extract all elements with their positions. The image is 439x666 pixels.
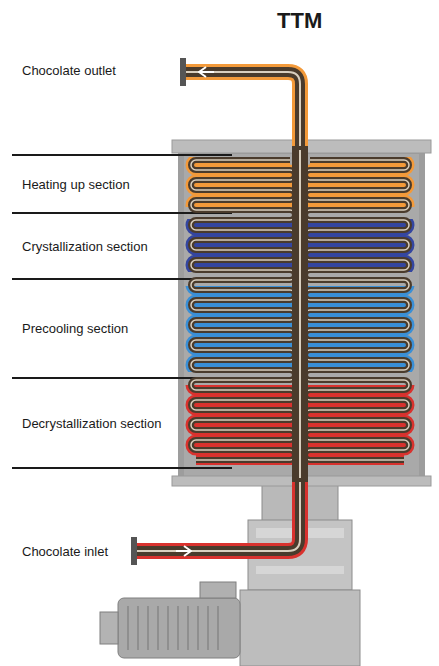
housing (172, 140, 431, 486)
diagram-title: TTM (277, 8, 322, 34)
section-label: Decrystallization section (22, 416, 161, 431)
section-label: Crystallization section (22, 239, 148, 254)
outlet-pipe (180, 58, 300, 150)
central-pipe (292, 146, 308, 482)
section-label: Heating up section (22, 177, 130, 192)
section-label: Precooling section (22, 321, 128, 336)
inlet-pipe (131, 480, 300, 565)
section-label: Chocolate outlet (22, 63, 116, 78)
section-label: Chocolate inlet (22, 544, 108, 559)
drive-unit (100, 484, 360, 666)
